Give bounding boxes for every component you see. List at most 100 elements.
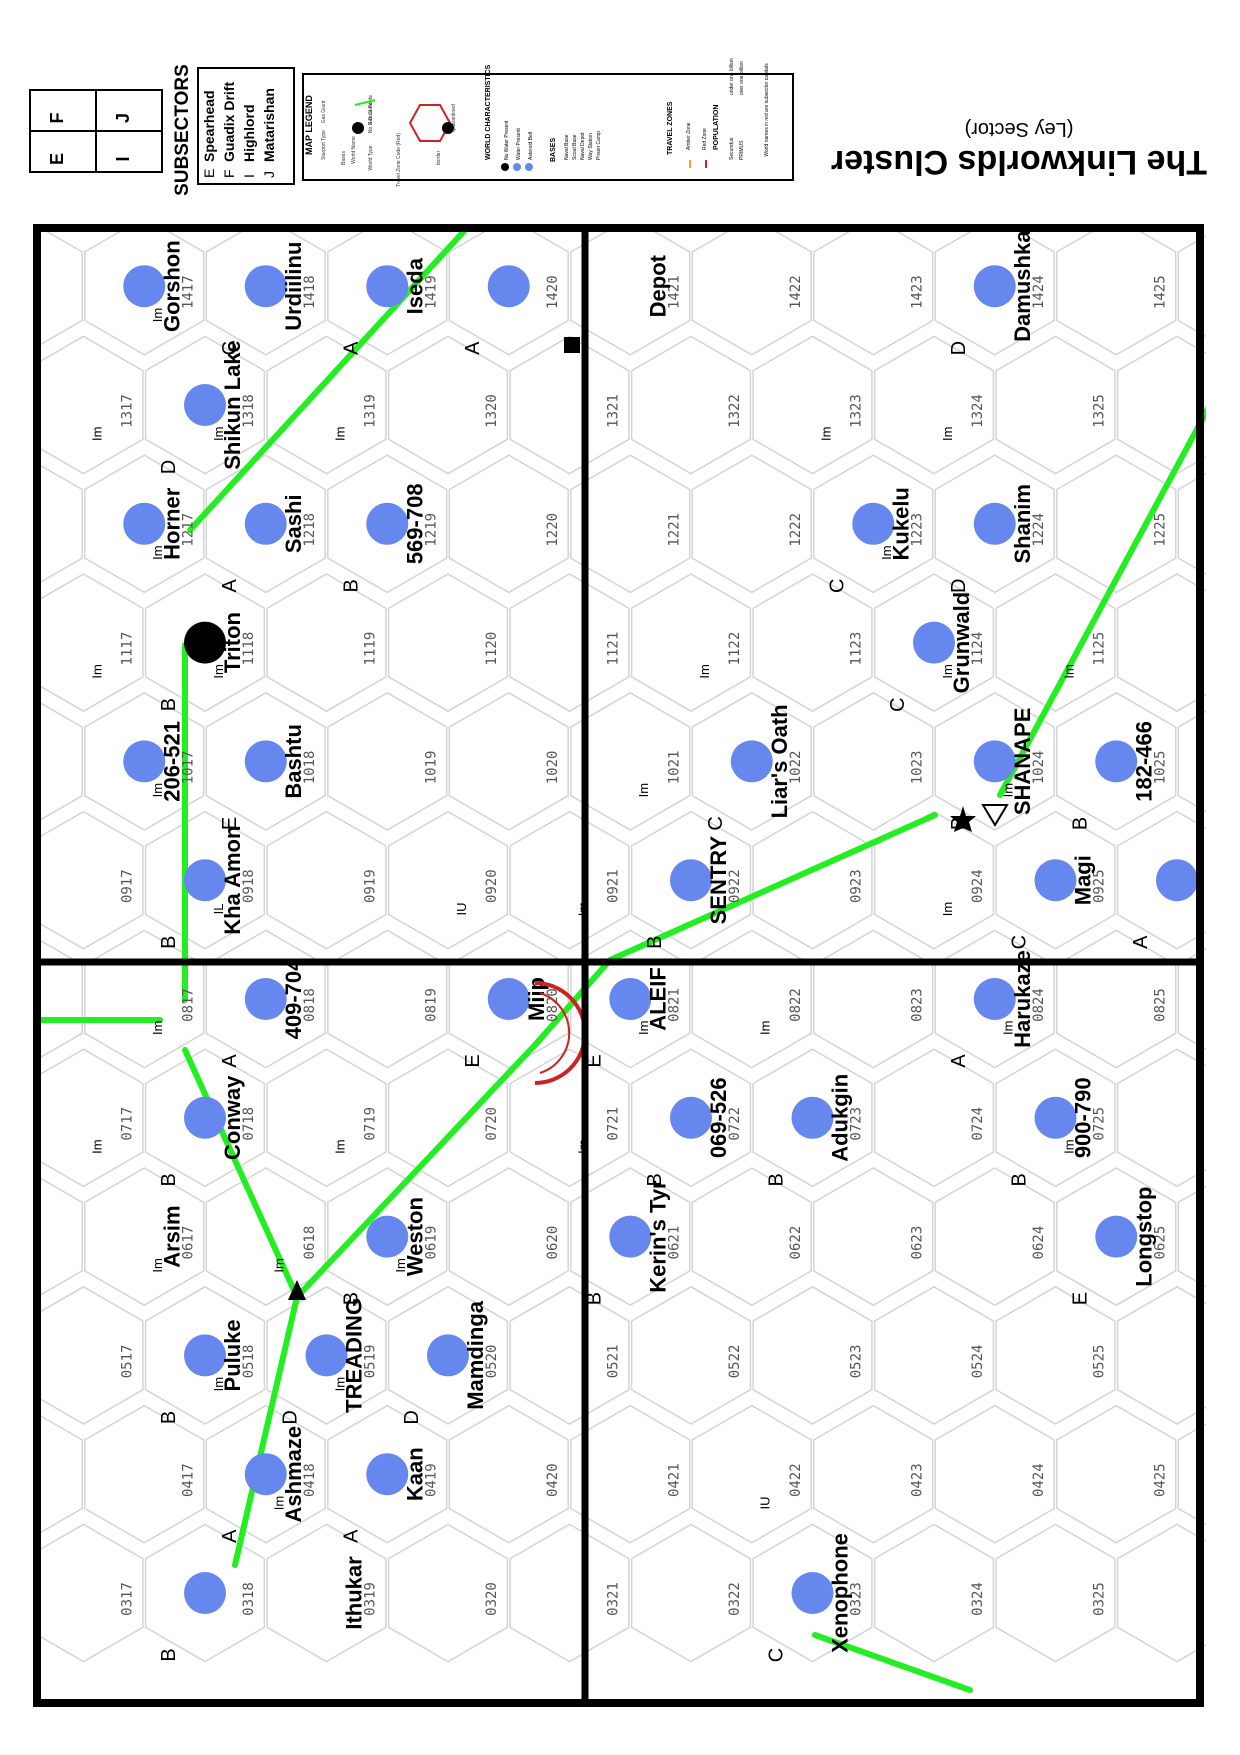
hex-cell <box>84 216 205 356</box>
hex-cell <box>387 1048 509 1188</box>
starport-code: A <box>340 1529 362 1543</box>
hex-number: 0518 <box>241 1345 257 1379</box>
hex-cell <box>873 1285 995 1425</box>
hex-number: 0519 <box>363 1345 379 1379</box>
allegiance-code: Im <box>1001 783 1016 797</box>
hex-number: 0623 <box>909 1226 925 1260</box>
subsector-name: Guadix Drift <box>221 82 237 162</box>
hex-number: 1023 <box>909 751 925 785</box>
allegiance-code: IU <box>454 903 469 916</box>
water-world-icon <box>123 502 166 545</box>
hex-cell <box>387 1285 509 1425</box>
world-name: Gorshon <box>159 240 184 332</box>
hex-cell <box>691 454 812 594</box>
hex-cell <box>266 1285 387 1425</box>
starport-code: A <box>219 1054 241 1068</box>
starport-code: B <box>340 579 362 592</box>
hex-cell <box>144 1285 266 1425</box>
hex-number: 1318 <box>241 394 257 428</box>
subsector-code: E <box>201 169 217 178</box>
legend-label: border <box>436 150 442 165</box>
hex-number: 1120 <box>484 632 500 666</box>
hex-number: 0717 <box>120 1107 136 1141</box>
subsector-name: Highlord <box>241 104 257 162</box>
world-name: Weston <box>402 1197 427 1276</box>
starport-code: E <box>219 817 241 830</box>
water-world-icon <box>244 502 287 545</box>
hex-number: 0321 <box>606 1582 622 1616</box>
starport-code: C <box>705 816 727 830</box>
hex-cell <box>752 573 873 713</box>
hex-number: 1322 <box>727 394 743 428</box>
legend-label: No Gas Giant <box>368 102 374 133</box>
hex-number: 0718 <box>241 1107 257 1141</box>
starport-code: A <box>340 341 362 355</box>
starport-code: C <box>766 1648 788 1662</box>
xboat-route-line <box>997 402 1213 798</box>
world-name: 409-704 <box>281 958 306 1040</box>
world-name: Shikun Lake <box>220 340 245 470</box>
hex-number: 1424 <box>1031 275 1047 309</box>
hex-cell <box>387 573 509 713</box>
starport-code: D <box>401 1410 423 1424</box>
map-subtitle: (Ley Sector) <box>964 118 1074 140</box>
allegiance-code: Im <box>818 427 833 441</box>
hex-cell <box>873 335 995 475</box>
legend-base-label: Prison Camp <box>596 131 602 160</box>
world-name: Ashmaze <box>281 1426 306 1523</box>
hex-cell <box>570 1167 691 1307</box>
hex-cell <box>691 1404 812 1544</box>
water-world-icon <box>670 859 712 902</box>
subsector-key-cell: F <box>47 113 67 124</box>
starport-code: A <box>219 578 241 592</box>
starport-code: B <box>158 1173 180 1186</box>
starport-code: C <box>1009 935 1031 949</box>
world-name: Kukelu <box>888 487 913 560</box>
hex-cell <box>691 216 812 356</box>
starport-code: B <box>644 1173 666 1186</box>
starport-code: B <box>583 1292 605 1305</box>
world-name: SHANAPE <box>1010 708 1035 816</box>
hex-number: 0524 <box>970 1345 986 1379</box>
hex-cell <box>327 454 448 594</box>
hex-cell <box>1056 216 1177 356</box>
water-world-icon <box>123 265 166 308</box>
hex-cell <box>387 810 509 950</box>
hex-number: 0825 <box>1152 988 1168 1022</box>
hex-number: 1025 <box>1152 751 1168 785</box>
legend-world-char-label: Water Present <box>516 128 522 160</box>
allegiance-code: Im <box>1061 664 1076 678</box>
hex-number: 0924 <box>970 869 986 903</box>
hex-number: 0319 <box>363 1582 379 1616</box>
water-world-icon <box>305 1334 348 1377</box>
hex-cell <box>995 573 1116 713</box>
starport-code: B <box>340 1292 362 1305</box>
dry-world-icon <box>184 621 226 664</box>
hex-number: 0517 <box>120 1345 136 1379</box>
world-name: Grunwald <box>949 592 974 693</box>
water-world-icon <box>123 740 166 783</box>
hex-cell <box>144 573 266 713</box>
hex-number: 1320 <box>484 394 500 428</box>
starport-code: B <box>644 936 666 949</box>
hex-number: 0925 <box>1092 869 1108 903</box>
starport-code: D <box>948 579 970 593</box>
world-name: Mamdinga <box>463 1300 488 1410</box>
allegiance-code: Im <box>697 664 712 678</box>
starport-code: D <box>158 460 180 474</box>
hex-cell <box>630 1048 752 1188</box>
hex-cell <box>266 810 387 950</box>
legend-label: Gas Giant <box>321 100 327 123</box>
hex-cell <box>448 1167 569 1307</box>
worlds-layer: BImIthukarAImAshmazeAImKaanBImPulukeDImT… <box>89 189 1198 1662</box>
allegiance-code: Im <box>89 1139 104 1153</box>
legend-zone-hex-icon <box>408 104 452 142</box>
water-world-icon <box>184 859 226 902</box>
world-name: TREADING <box>342 1298 367 1413</box>
